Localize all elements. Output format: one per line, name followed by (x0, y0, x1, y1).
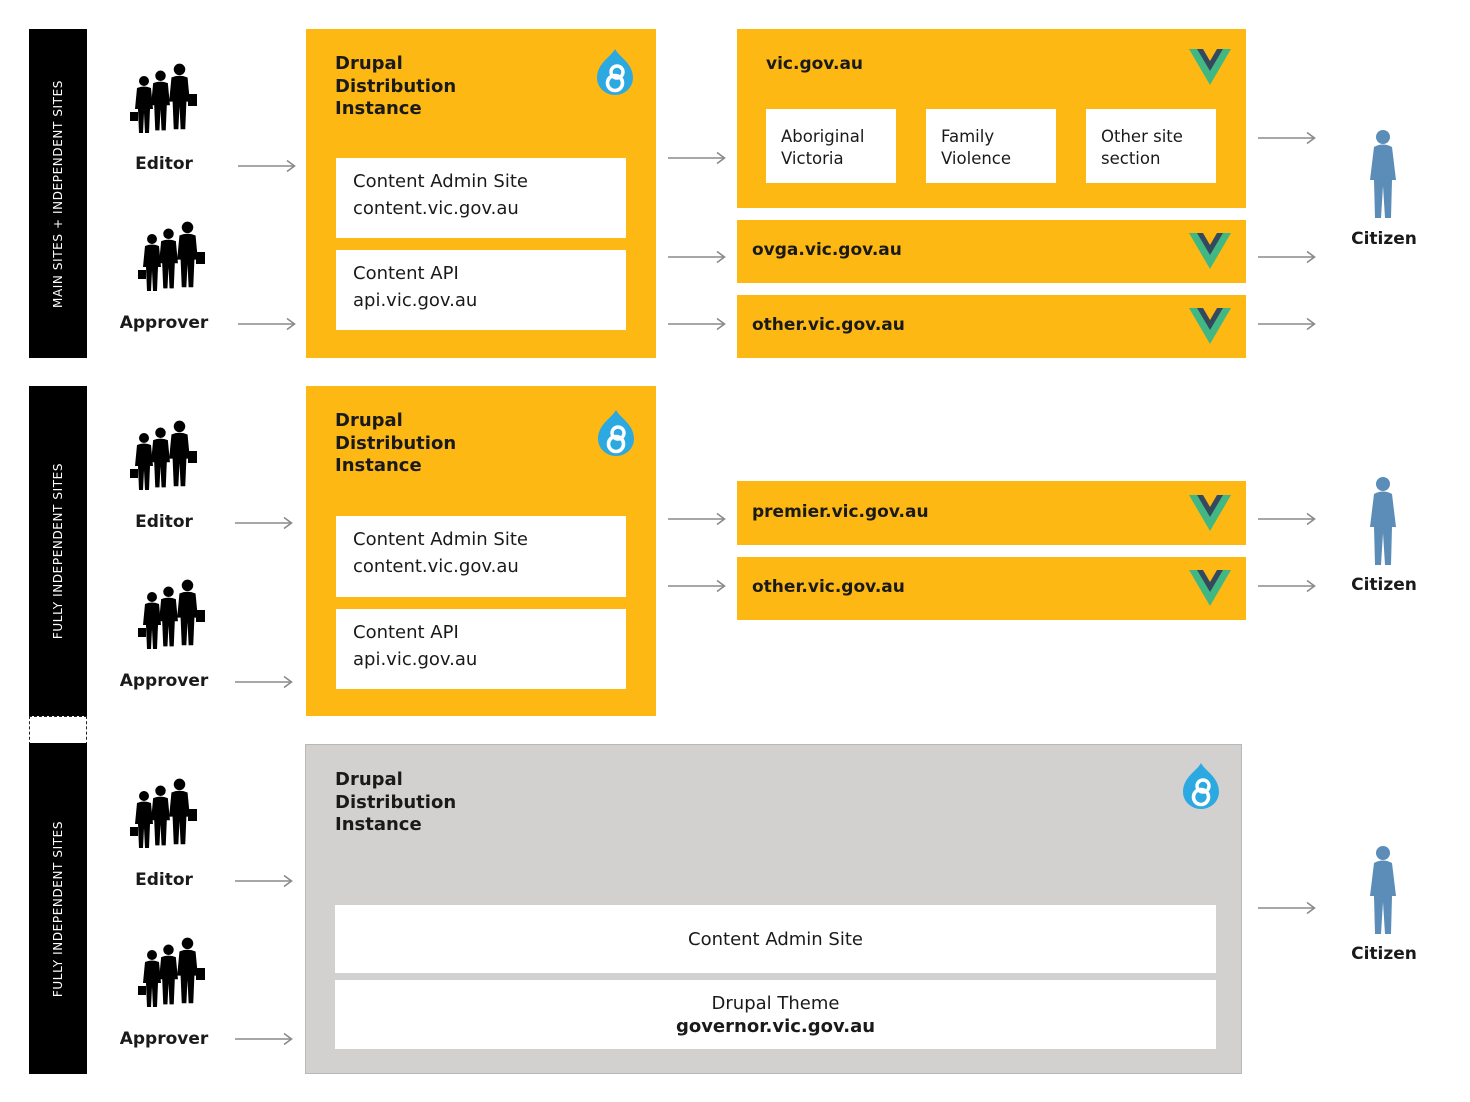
band-label: MAIN SITES + INDEPENDENT SITES (51, 79, 65, 308)
section-card-aboriginal-victoria: Aboriginal Victoria (766, 109, 896, 183)
people-group-icon (130, 56, 200, 140)
people-group-icon (130, 413, 200, 497)
site-name: vic.gov.au (766, 54, 864, 74)
drupal-box-title: Drupal Distribution Instance (335, 410, 457, 476)
citizen-label: Citizen (1351, 944, 1417, 964)
approver-label: Approver (119, 313, 209, 333)
site-premier: premier.vic.gov.au (737, 481, 1246, 545)
arrow-right-icon (234, 874, 294, 888)
arrow-right-icon (234, 675, 294, 689)
arrow-right-icon (1257, 901, 1317, 915)
drupal-box-title: Drupal Distribution Instance (335, 769, 457, 835)
arrow-right-icon (667, 250, 727, 264)
citizen-label: Citizen (1351, 229, 1417, 249)
arrow-right-icon (1257, 579, 1317, 593)
editor-label: Editor (135, 512, 193, 532)
arrow-right-icon (667, 151, 727, 165)
arrow-right-icon (234, 516, 294, 530)
people-group-icon (138, 572, 208, 656)
band-fully-independent-1: FULLY INDEPENDENT SITES (29, 386, 87, 716)
drupal-box-title: Drupal Distribution Instance (335, 53, 457, 119)
citizen-icon (1368, 844, 1398, 936)
citizen-label: Citizen (1351, 575, 1417, 595)
editor-label: Editor (135, 870, 193, 890)
vue-logo-icon (1189, 233, 1231, 269)
drupal-8-logo-icon (593, 47, 637, 97)
citizen-icon (1368, 128, 1398, 220)
people-group-icon (138, 930, 208, 1014)
band-main-sites: MAIN SITES + INDEPENDENT SITES (29, 29, 87, 358)
card-line-1: Drupal Theme (711, 992, 840, 1014)
content-api-card: Content API api.vic.gov.au (336, 250, 626, 330)
site-vic-gov-au: vic.gov.au Aboriginal Victoria Family Vi… (737, 29, 1246, 208)
content-admin-card: Content Admin Site content.vic.gov.au (336, 158, 626, 238)
drupal-distribution-box: Drupal Distribution Instance Content Adm… (306, 386, 656, 716)
approver-label: Approver (119, 1029, 209, 1049)
citizen-icon (1368, 475, 1398, 567)
card-line-2: content.vic.gov.au (353, 198, 519, 219)
drupal-8-logo-icon (594, 408, 638, 458)
people-group-icon (138, 214, 208, 298)
arrow-right-icon (667, 512, 727, 526)
approver-label: Approver (119, 671, 209, 691)
site-name: premier.vic.gov.au (752, 502, 929, 522)
card-line-1: Content Admin Site (353, 171, 528, 192)
arrow-right-icon (1257, 512, 1317, 526)
section-card-family-violence: Family Violence (926, 109, 1056, 183)
arrow-right-icon (234, 1032, 294, 1046)
content-admin-card: Content Admin Site content.vic.gov.au (336, 516, 626, 597)
vue-logo-icon (1189, 495, 1231, 531)
card-line-1: Content API (353, 622, 459, 643)
drupal-distribution-box: Drupal Distribution Instance Content Adm… (305, 744, 1242, 1074)
arrow-right-icon (237, 317, 297, 331)
vue-logo-icon (1189, 570, 1231, 606)
band-label: FULLY INDEPENDENT SITES (51, 820, 65, 997)
drupal-distribution-box: Drupal Distribution Instance Content Adm… (306, 29, 656, 358)
section-card-other-site-section: Other site section (1086, 109, 1216, 183)
site-name: ovga.vic.gov.au (752, 240, 902, 260)
card-line-1: Content API (353, 263, 459, 284)
arrow-right-icon (237, 159, 297, 173)
vue-logo-icon (1189, 49, 1231, 85)
band-separator (29, 716, 87, 745)
card-line-1: Content Admin Site (688, 928, 863, 950)
editor-label: Editor (135, 154, 193, 174)
vue-logo-icon (1189, 308, 1231, 344)
card-line-1: Content Admin Site (353, 529, 528, 550)
card-line-2: content.vic.gov.au (353, 556, 519, 577)
site-other: other.vic.gov.au (737, 295, 1246, 358)
card-line-2: api.vic.gov.au (353, 649, 478, 670)
band-fully-independent-2: FULLY INDEPENDENT SITES (29, 743, 87, 1074)
card-line-2: api.vic.gov.au (353, 290, 478, 311)
site-name: other.vic.gov.au (752, 315, 905, 335)
arrow-right-icon (1257, 250, 1317, 264)
drupal-theme-card: Drupal Theme governor.vic.gov.au (335, 980, 1216, 1049)
arrow-right-icon (667, 579, 727, 593)
card-line-2: governor.vic.gov.au (675, 1015, 876, 1037)
arrow-right-icon (667, 317, 727, 331)
people-group-icon (130, 771, 200, 855)
site-ovga: ovga.vic.gov.au (737, 220, 1246, 283)
content-admin-card: Content Admin Site (335, 905, 1216, 973)
arrow-right-icon (1257, 131, 1317, 145)
drupal-8-logo-icon (1179, 761, 1223, 811)
content-api-card: Content API api.vic.gov.au (336, 609, 626, 689)
site-name: other.vic.gov.au (752, 577, 905, 597)
arrow-right-icon (1257, 317, 1317, 331)
site-other: other.vic.gov.au (737, 557, 1246, 620)
band-label: FULLY INDEPENDENT SITES (51, 462, 65, 640)
